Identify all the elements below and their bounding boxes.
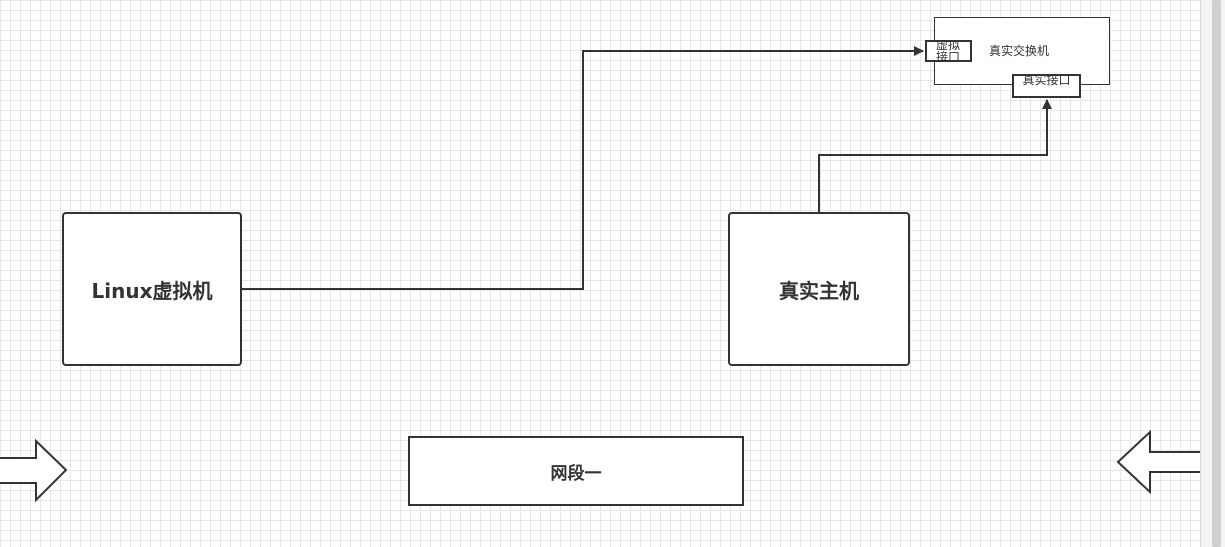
- vertical-scrollbar[interactable]: [1212, 0, 1221, 547]
- real-interface-port[interactable]: 真实接口: [1012, 74, 1081, 98]
- virtual-interface-port[interactable]: 虚拟接口: [925, 40, 972, 62]
- arrow-left-icon[interactable]: [1116, 429, 1200, 495]
- real-switch-label: 真实交换机: [989, 44, 1050, 58]
- edge-real-host-to-real-interface[interactable]: [818, 99, 1052, 212]
- arrow-right-icon[interactable]: [0, 438, 68, 503]
- segment-node[interactable]: 网段一: [408, 436, 744, 506]
- linux-vm-label: Linux虚拟机: [91, 278, 213, 303]
- real-host-label: 真实主机: [779, 278, 859, 303]
- real-interface-label: 真实接口: [1022, 74, 1071, 87]
- real-host-node[interactable]: 真实主机: [728, 212, 910, 366]
- segment-label: 网段一: [550, 463, 602, 484]
- edge-linux-vm-to-virtual-interface[interactable]: [242, 46, 924, 290]
- virtual-interface-label: 虚拟接口: [936, 40, 961, 62]
- diagram-canvas[interactable]: Linux虚拟机 真实主机 网段一 真实交换机 虚拟接口 真实接口: [0, 0, 1200, 547]
- linux-vm-node[interactable]: Linux虚拟机: [62, 212, 242, 366]
- connectors-layer: [0, 46, 1200, 503]
